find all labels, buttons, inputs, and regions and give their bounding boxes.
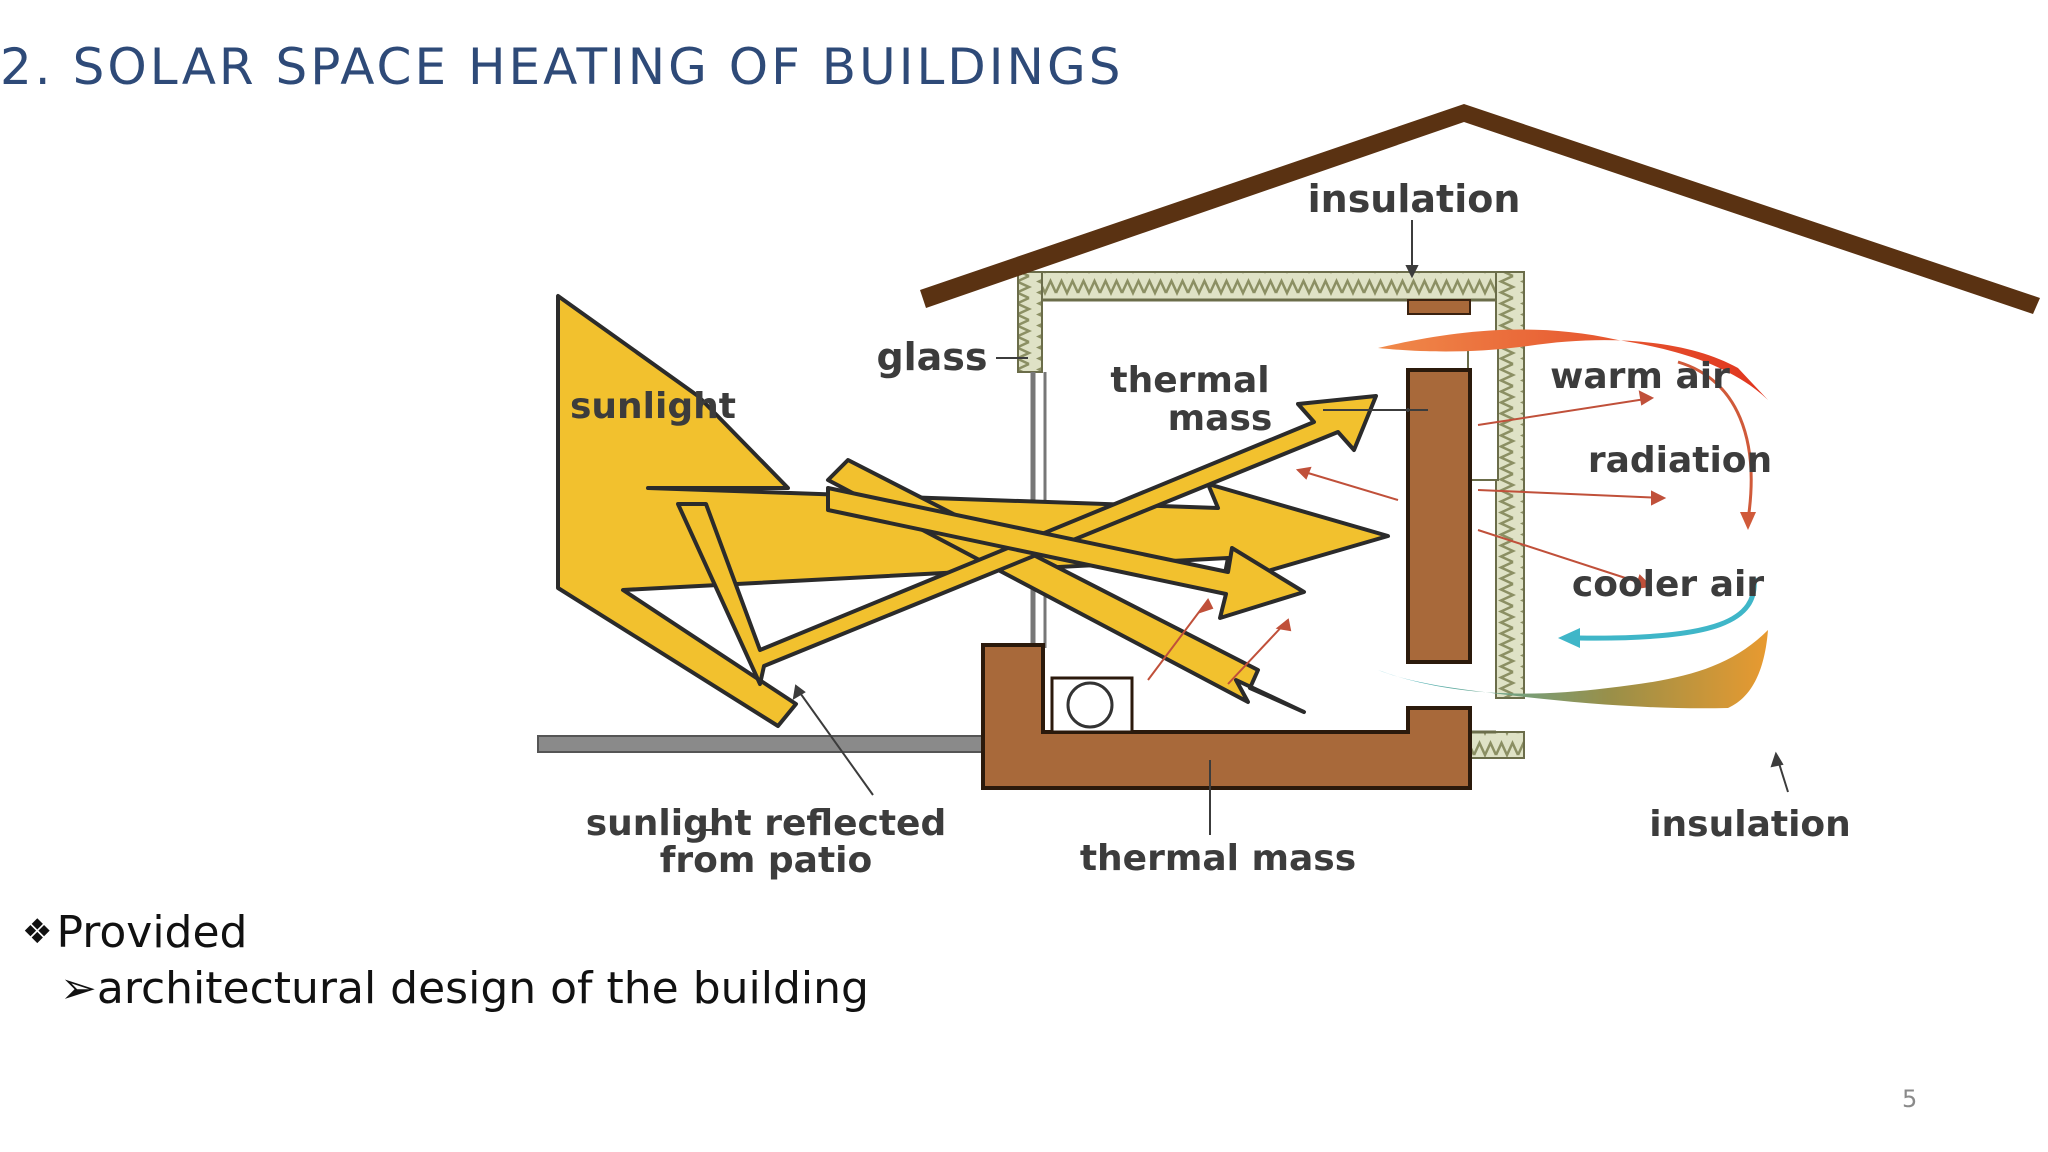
- floor-radiation-arrows: [1147, 466, 1399, 685]
- label-thermal-mass-floor: thermal mass: [1080, 838, 1356, 879]
- slide-title: 2. SOLAR SPACE HEATING OF BUILDINGS: [0, 38, 1124, 96]
- warm-air-curve-head: [1740, 512, 1756, 530]
- label-insulation-bottom: insulation: [1649, 804, 1851, 845]
- solar-heating-diagram: insulation glass thermal mass warm air r…: [537, 104, 2040, 881]
- cooler-air-curve-head: [1558, 628, 1580, 648]
- bullet-list: ❖Provided ➢architectural design of the b…: [22, 904, 869, 1017]
- arrowhead-bullet-icon: ➢: [60, 963, 97, 1014]
- label-sunlight-reflected-line1: sunlight reflected: [586, 803, 947, 844]
- label-thermal-mass-wall-line1: thermal: [1110, 360, 1269, 401]
- diamond-bullet-icon: ❖: [22, 912, 53, 952]
- label-glass: glass: [876, 335, 987, 379]
- label-cooler-air: cooler air: [1572, 564, 1764, 605]
- ceiling-vent: [1407, 299, 1471, 315]
- cooler-air-flow: [1378, 630, 1768, 709]
- sub-bullet-text: architectural design of the building: [96, 963, 869, 1014]
- floor-vent: [1050, 676, 1134, 734]
- floor-vent-fan: [1066, 681, 1114, 729]
- label-sunlight-reflected-line2: from patio: [660, 840, 873, 881]
- warm-air-flow: [1378, 329, 1768, 400]
- thermal-mass-wall: [1406, 368, 1472, 664]
- bullet-item: ❖Provided: [22, 904, 869, 961]
- sub-bullet-item: ➢architectural design of the building: [22, 961, 869, 1017]
- bullet-text: Provided: [56, 907, 248, 958]
- thermal-mass-floor: [981, 643, 1472, 790]
- patio: [537, 735, 991, 753]
- sunlight-beam-secondary: [826, 486, 1306, 620]
- leader-lines: [703, 220, 1789, 835]
- sunlight-beam-primary: [556, 294, 1390, 728]
- wall-radiation-arrows: [1477, 390, 1667, 590]
- label-sunlight: sunlight: [570, 386, 736, 427]
- label-warm-air: warm air: [1550, 356, 1730, 397]
- sunlight-reflected-beam: [676, 394, 1378, 686]
- warm-air-curve: [1677, 360, 1753, 521]
- label-thermal-mass-wall-line2: mass: [1168, 398, 1273, 439]
- cooler-air-curve: [1577, 577, 1757, 641]
- page-number: 5: [1902, 1085, 1918, 1113]
- label-insulation-top: insulation: [1308, 177, 1521, 221]
- label-radiation: radiation: [1588, 440, 1772, 481]
- sunlight-beams: [556, 294, 1390, 728]
